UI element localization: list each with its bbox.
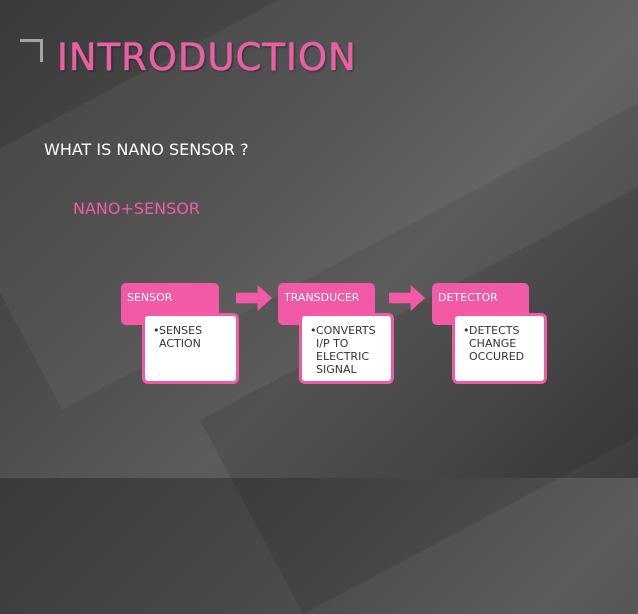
right-arrow-icon bbox=[236, 285, 272, 311]
process-diagram: SENSOR •SENSES ACTION TRANSDUCER •CONVER… bbox=[121, 283, 547, 384]
bullet-icon: • bbox=[153, 324, 160, 337]
step-label: TRANSDUCER bbox=[284, 291, 360, 304]
step-detail-transducer: •CONVERTS I/P TO ELECTRIC SIGNAL bbox=[299, 313, 394, 384]
step-detail-text: CONVERTS I/P TO ELECTRIC SIGNAL bbox=[316, 324, 376, 376]
subtitle-text: NANO+SENSOR bbox=[73, 199, 200, 218]
step-label: DETECTOR bbox=[438, 291, 498, 304]
bullet-icon: • bbox=[310, 324, 317, 337]
bullet-icon: • bbox=[463, 324, 470, 337]
step-label: SENSOR bbox=[127, 291, 173, 304]
step-detail-sensor: •SENSES ACTION bbox=[142, 313, 239, 384]
step-detail-detector: •DETECTS CHANGE OCCURED bbox=[452, 313, 547, 384]
title-bar: INTRODUCTION bbox=[20, 36, 357, 79]
step-detail-text: SENSES ACTION bbox=[159, 324, 203, 350]
right-arrow-icon bbox=[389, 285, 425, 311]
corner-bracket-icon bbox=[20, 39, 43, 62]
slide-title: INTRODUCTION bbox=[57, 36, 357, 79]
step-detail-text: DETECTS CHANGE OCCURED bbox=[469, 324, 525, 363]
question-heading: WHAT IS NANO SENSOR ? bbox=[44, 140, 249, 159]
